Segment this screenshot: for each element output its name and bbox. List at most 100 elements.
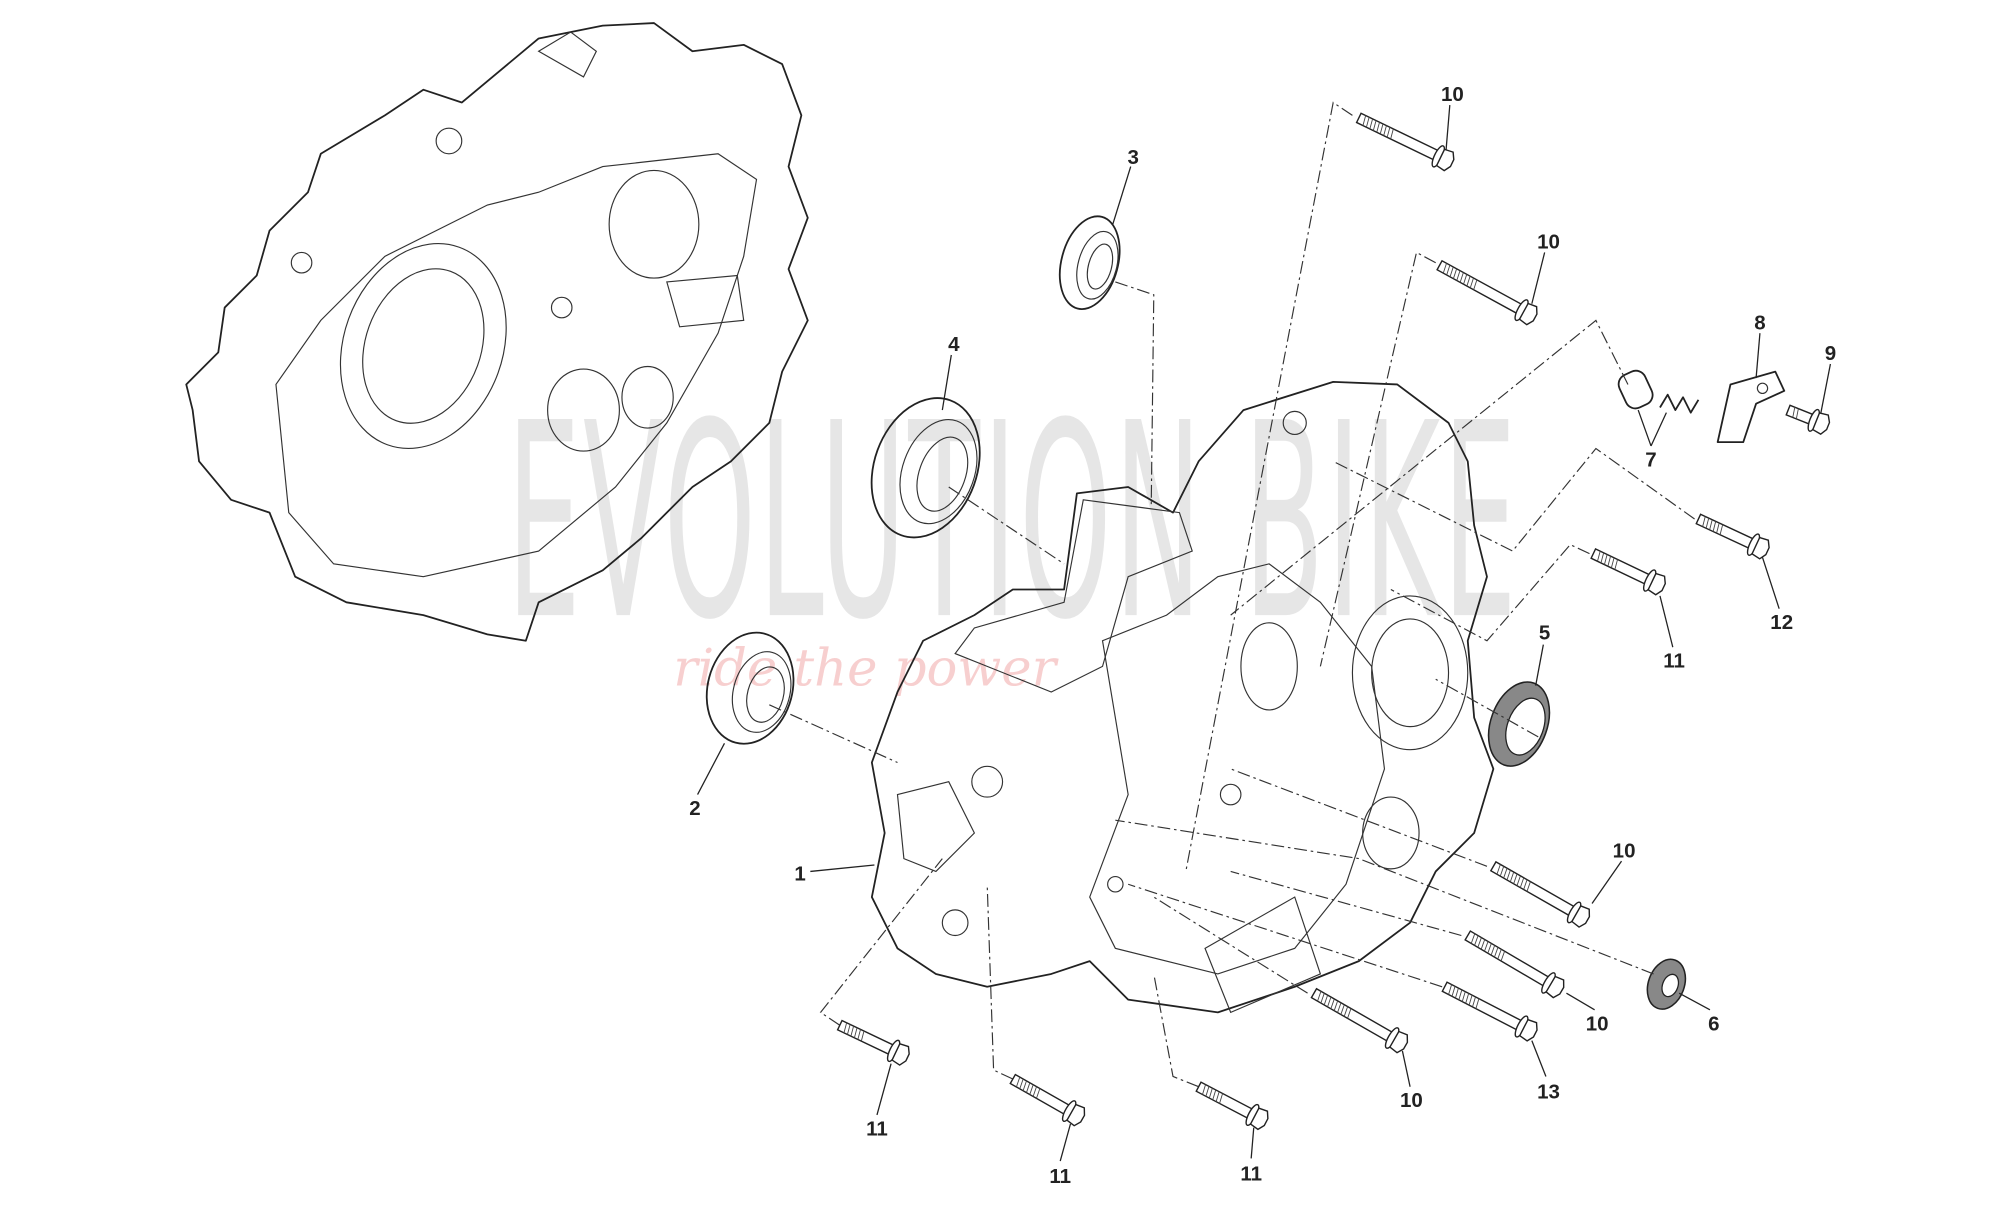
- bolt-thread: [1480, 939, 1486, 950]
- callout-6: 6: [1708, 1012, 1719, 1035]
- bolt: [1695, 513, 1770, 560]
- bolt-thread: [1202, 1084, 1206, 1095]
- bolt: [1195, 1081, 1269, 1131]
- bolt-shank: [1695, 513, 1757, 551]
- bolt: [1590, 548, 1666, 596]
- bolt-thread: [1446, 264, 1451, 276]
- bolt-thread: [1015, 1076, 1021, 1088]
- bolt-thread: [1716, 522, 1720, 534]
- bolt-thread: [847, 1024, 851, 1035]
- bolt-hex-head: [1518, 302, 1538, 326]
- bolt-thread: [853, 1027, 858, 1038]
- leader-lines: [696, 101, 1832, 1162]
- bolt-shank: [1441, 981, 1525, 1032]
- callout-10: 10: [1400, 1089, 1423, 1112]
- callout-1: 1: [794, 862, 805, 885]
- bolt-shank: [1464, 930, 1553, 989]
- bolt-shank: [836, 1019, 897, 1057]
- bolt: [1355, 112, 1455, 172]
- bolt-hex-head: [1811, 412, 1831, 435]
- watermark-brand: EVOLUTION BIKE: [507, 366, 1519, 679]
- bolt: [1009, 1073, 1086, 1127]
- watermark-tagline: ride the power: [673, 639, 1059, 699]
- bolt-thread: [1719, 524, 1724, 535]
- bolt-shank: [1195, 1081, 1256, 1121]
- bolt-thread: [1026, 1082, 1031, 1093]
- bolt-thread: [1496, 864, 1501, 875]
- bolt-thread: [1205, 1086, 1210, 1097]
- bolt-thread: [1500, 951, 1506, 962]
- callout-11: 11: [1663, 650, 1685, 673]
- bolt-thread: [1372, 120, 1377, 131]
- bolt-thread: [1330, 998, 1335, 1009]
- bolt-thread: [1506, 869, 1511, 881]
- callout-12: 12: [1770, 611, 1793, 634]
- bolt-thread: [1614, 559, 1618, 570]
- bolt-thread: [1712, 521, 1717, 532]
- bolt-thread: [1499, 866, 1505, 877]
- bolt-thread: [1503, 868, 1508, 879]
- bolt-shank: [1355, 112, 1442, 162]
- callout-8: 8: [1754, 311, 1765, 334]
- bolt-thread: [1390, 128, 1394, 140]
- bolt-thread: [1448, 984, 1453, 995]
- bolt-thread: [1386, 127, 1391, 138]
- bolt-hex-head: [1647, 572, 1666, 596]
- bolt-thread: [1215, 1091, 1220, 1102]
- bolt-thread: [1343, 1006, 1349, 1017]
- bolt-shank: [1310, 987, 1396, 1044]
- bolt: [1436, 259, 1538, 326]
- right-crankcase-half: [870, 380, 1495, 1014]
- callout-3: 3: [1128, 146, 1139, 169]
- callout-7: 7: [1645, 448, 1656, 471]
- callouts: 10 3 10 4 8 9 7 12 11 5 2 1 10 10 6 13 1…: [689, 83, 1836, 1188]
- bolt-thread: [1442, 263, 1447, 274]
- stopper-plate-8: [1716, 370, 1786, 444]
- bolt-hex-head: [1249, 1107, 1269, 1131]
- bolt-thread: [1212, 1089, 1217, 1101]
- bolt-thread: [1376, 122, 1380, 133]
- bolt-hex-head: [891, 1042, 910, 1066]
- bolt-thread: [1458, 989, 1463, 1000]
- bolt-thread: [1466, 276, 1471, 287]
- bolt-thread: [1463, 274, 1468, 285]
- bearing-4: [870, 397, 981, 539]
- bolt-shank: [1590, 548, 1653, 587]
- callout-9: 9: [1825, 342, 1836, 365]
- bolt-thread: [1317, 991, 1322, 1002]
- bolt-thread: [1484, 941, 1489, 952]
- callout-5: 5: [1539, 621, 1550, 644]
- bolt-thread: [1490, 945, 1496, 956]
- bearing-2: [705, 631, 795, 745]
- bolt-thread: [1705, 518, 1710, 529]
- callout-11: 11: [1049, 1165, 1071, 1188]
- oil-seal-5: [1487, 681, 1551, 767]
- bolt-thread: [1487, 943, 1492, 954]
- bolt: [1310, 987, 1409, 1054]
- bolt-thread: [1526, 881, 1531, 892]
- bolt-thread: [1347, 1008, 1352, 1019]
- bolt-thread: [850, 1025, 855, 1037]
- bolt-hex-head: [1751, 536, 1770, 560]
- bolt-hex-head: [1435, 148, 1455, 172]
- callout-4: 4: [948, 333, 960, 356]
- bolt-thread: [1459, 272, 1464, 283]
- callout-13: 13: [1537, 1080, 1560, 1103]
- bolt-thread: [1519, 877, 1525, 888]
- bolt-thread: [1323, 994, 1329, 1006]
- bolt-thread: [1451, 986, 1456, 997]
- bolt-shank: [1489, 860, 1578, 918]
- bolt-thread: [1470, 933, 1476, 944]
- bolt-thread: [843, 1022, 848, 1033]
- bolt-thread: [857, 1029, 861, 1040]
- bolt-thread: [1379, 123, 1384, 135]
- bolt-thread: [1469, 277, 1474, 289]
- bolt-thread: [1523, 879, 1528, 890]
- bolt-thread: [1509, 871, 1515, 883]
- bolt-thread: [1032, 1086, 1037, 1097]
- left-crankcase-half: [185, 22, 809, 642]
- bolt-thread: [1472, 996, 1476, 1008]
- bolt-thread: [1610, 557, 1615, 569]
- bolt-thread: [1702, 516, 1706, 527]
- bolt-thread: [1019, 1078, 1024, 1090]
